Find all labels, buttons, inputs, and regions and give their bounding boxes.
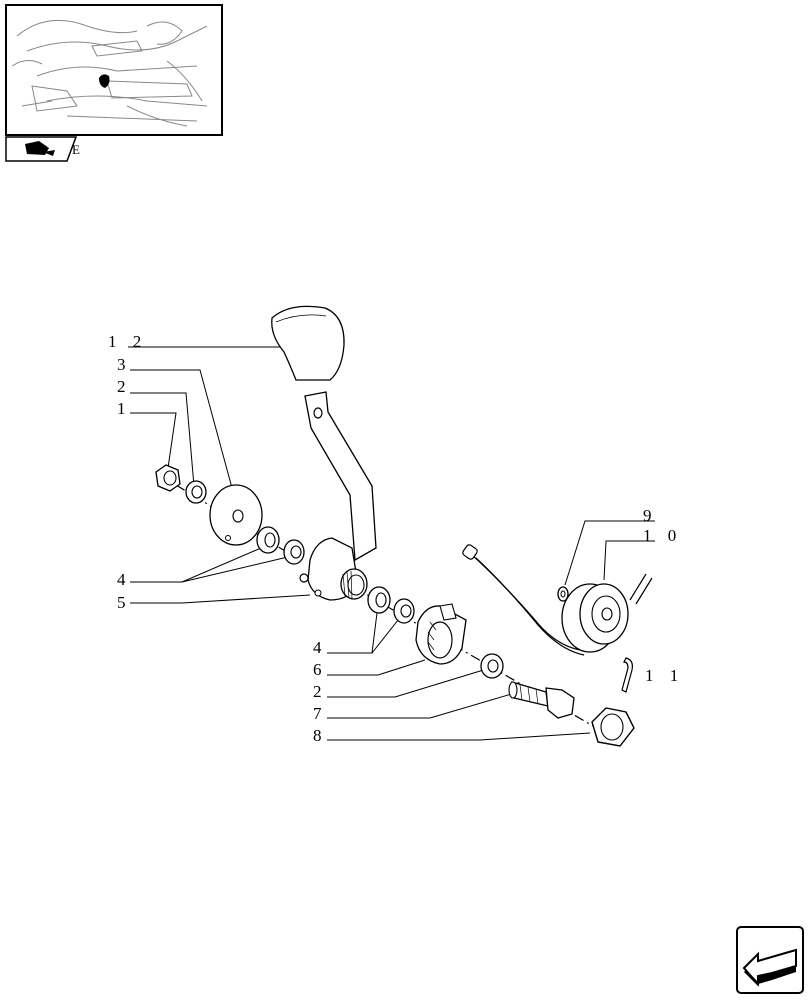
leader-line-9 xyxy=(564,520,655,586)
leader-line-2b xyxy=(327,667,491,698)
washer-part-2b xyxy=(480,653,504,679)
lever-arm-hole xyxy=(313,407,323,419)
callout-5: 5 xyxy=(117,593,132,612)
leader-line-4a-1 xyxy=(130,544,269,583)
pulley-part-10 xyxy=(561,583,629,653)
disc-part-3 xyxy=(209,484,263,546)
callout-1: 1 xyxy=(117,399,132,418)
knob-part-12 xyxy=(271,305,345,381)
callout-2b: 2 xyxy=(313,682,328,701)
callout-12: 1 2 xyxy=(108,332,148,351)
leader-line-4a-2 xyxy=(181,555,293,583)
previous-page-button[interactable] xyxy=(736,926,804,994)
thumbnail-tab-letter: E xyxy=(72,142,80,157)
callout-7: 7 xyxy=(313,704,328,723)
leader-line-7 xyxy=(327,689,526,719)
leader-line-3 xyxy=(130,369,233,489)
lever-arm xyxy=(304,391,377,562)
cotter-pin-part-11 xyxy=(621,657,633,693)
leader-line-4b-1 xyxy=(327,604,379,654)
callout-11: 1 1 xyxy=(645,666,685,685)
callout-3: 3 xyxy=(117,355,132,374)
leader-line-6 xyxy=(327,659,426,676)
leader-line-12 xyxy=(128,346,293,351)
leader-line-5 xyxy=(130,594,311,604)
callout-9: 9 xyxy=(643,506,658,525)
nut-part-1 xyxy=(155,464,181,492)
washer-part-2a xyxy=(185,480,207,504)
locator-marker xyxy=(99,74,110,88)
previous-page-arrow-icon xyxy=(742,948,797,987)
nut-part-8 xyxy=(591,707,635,747)
callout-4a: 4 xyxy=(117,570,132,589)
tractor-section-icon xyxy=(5,136,77,162)
cable-assembly xyxy=(462,544,653,656)
callout-2a: 2 xyxy=(117,377,132,396)
washer-part-4b xyxy=(367,586,415,624)
callout-8: 8 xyxy=(313,726,328,745)
bolt-part-7 xyxy=(508,681,575,719)
washer-part-4a xyxy=(256,526,305,565)
callout-10: 1 0 xyxy=(643,526,683,545)
leader-line-2a xyxy=(130,392,195,487)
locator-thumbnail xyxy=(5,4,223,136)
pivot-hub-part-5 xyxy=(299,537,368,601)
leader-line-4b-2 xyxy=(371,614,403,654)
clip-part-9 xyxy=(557,586,569,602)
callout-4b: 4 xyxy=(313,638,328,657)
leader-line-8 xyxy=(327,732,591,741)
leader-lines xyxy=(128,346,655,741)
leader-line-10 xyxy=(603,540,655,581)
tractor-locator-sketch xyxy=(11,19,208,127)
leader-line-1 xyxy=(130,412,177,469)
callout-6: 6 xyxy=(313,660,328,679)
friction-block-part-6 xyxy=(415,603,467,665)
